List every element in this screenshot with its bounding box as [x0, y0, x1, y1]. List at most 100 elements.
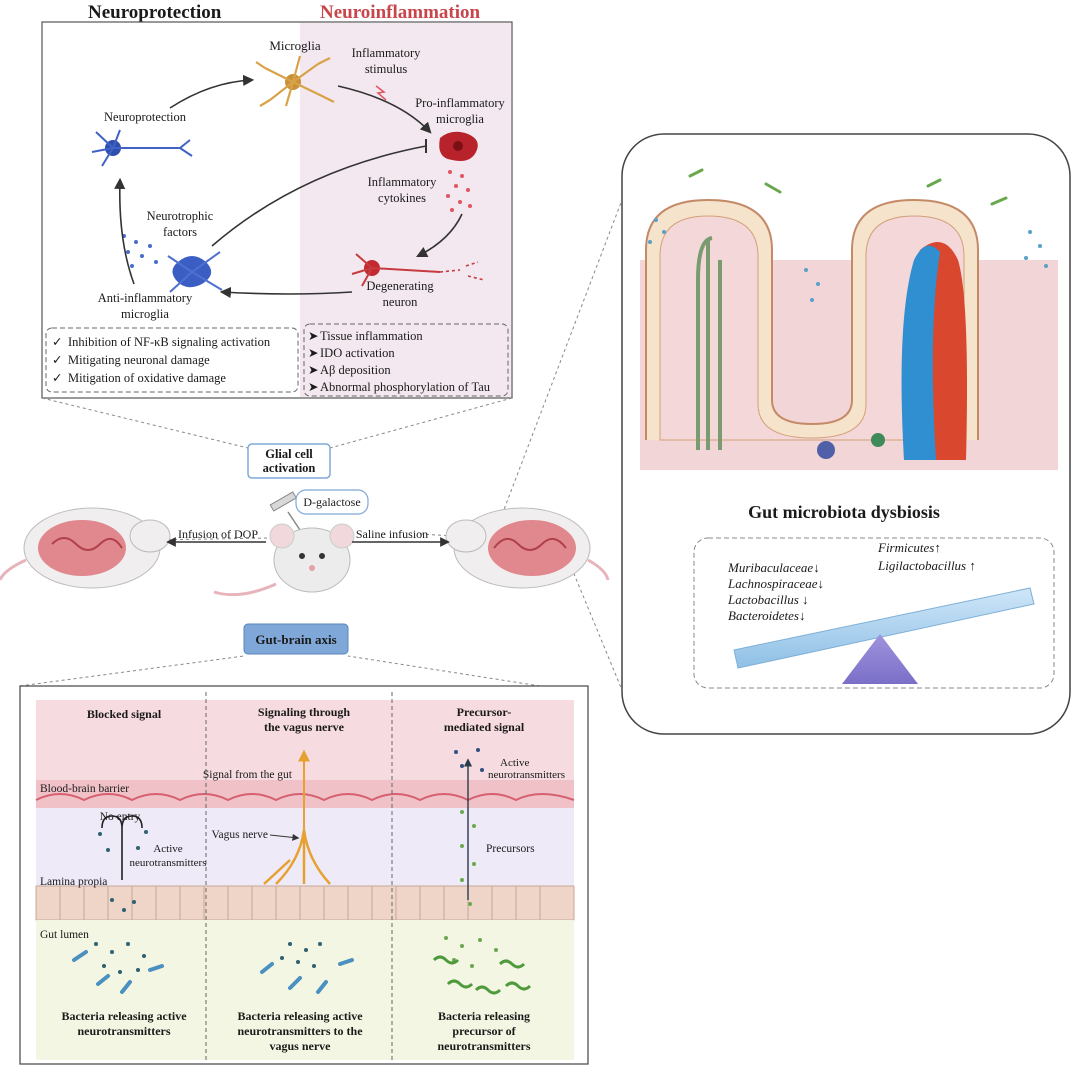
- col2-bottom-2: neurotransmitters to the: [237, 1024, 363, 1038]
- bacteria-col2: [260, 958, 354, 994]
- taxa-box: [693, 537, 1055, 689]
- precursors-label: Precursors: [486, 843, 535, 855]
- precursor-dots: [444, 810, 498, 968]
- arrow-cytokines-to-neuron: [415, 213, 463, 258]
- check-icon: ✓: [52, 371, 62, 385]
- d-galactose-label: D-galactose: [303, 495, 360, 509]
- bbb-cells: [35, 793, 575, 802]
- left-effects-box: [45, 327, 299, 393]
- vagus-label: Vagus nerve: [211, 829, 268, 841]
- col2-bottom-1: Bacteria releasing active: [237, 1009, 363, 1023]
- degenerating-label-2: neuron: [383, 295, 418, 309]
- right-mouse-icon: [445, 507, 610, 589]
- neurotransmitter-dots: [94, 830, 148, 974]
- taxa-left-4: Bacteroidetes↓: [728, 608, 806, 623]
- axis-panel: Blocked signal Signaling through the vag…: [19, 685, 589, 1065]
- stimulus-label-1: Inflammatory: [352, 46, 421, 60]
- pro-label-1: Pro-inflammatory: [415, 96, 505, 110]
- bacteria-icons: [688, 168, 1008, 206]
- inhibition-line: [211, 145, 427, 247]
- no-entry-label: No entry: [100, 811, 141, 823]
- lamina-label: Lamina propia: [40, 876, 107, 888]
- left-item-1: Inhibition of NF-κB signaling activation: [68, 335, 271, 349]
- lightning-icon: [375, 85, 387, 101]
- neurotrophic-dots: [122, 234, 158, 268]
- neurotrophic-label-1: Neurotrophic: [147, 209, 214, 223]
- check-icon: ✓: [52, 335, 62, 349]
- bbb-label: Blood-brain barrier: [40, 783, 129, 795]
- gut-brain-axis-box: [243, 623, 349, 655]
- degenerating-label-1: Degenerating: [366, 279, 434, 293]
- arrow-anti-to-protection: [114, 177, 135, 285]
- lacteal-icon: [696, 236, 722, 450]
- seesaw-fulcrum: [842, 634, 918, 684]
- neuro-panel: Neuroprotection Neuroinflammation: [41, 2, 513, 399]
- glial-label-1: Glial cell: [265, 447, 313, 461]
- neuroinflammation-title: Neuroinflammation: [320, 2, 481, 23]
- cytokines-label-2: cytokines: [378, 191, 426, 205]
- active-nt-label-1: Active: [153, 843, 182, 855]
- microglia-icon: [255, 55, 335, 107]
- left-item-2: Mitigating neuronal damage: [68, 353, 210, 367]
- right-item-4: Abnormal phosphorylation of Tau: [320, 380, 491, 394]
- left-item-3: Mitigation of oxidative damage: [68, 371, 226, 385]
- left-mouse-icon: [0, 507, 171, 589]
- anti-label-2: microglia: [121, 307, 169, 321]
- taxa-left-3: Lactobacillus ↓: [727, 592, 809, 607]
- syringe-icon: [269, 491, 301, 531]
- arrowhead-bullet-icon: ➤: [308, 363, 319, 377]
- arrow-neuron-to-anti: [219, 286, 353, 299]
- taxa-right-2: Ligilactobacillus ↑: [877, 558, 976, 573]
- gut-brain-label: Gut-brain axis: [255, 632, 336, 647]
- infusion-dop-label: Infusion of DOP: [178, 527, 258, 541]
- right-item-1: Tissue inflammation: [320, 329, 423, 343]
- active-nt-dots: [454, 748, 484, 772]
- anti-inflammatory-microglia-icon: [167, 251, 223, 293]
- saline-label: Saline infusion: [356, 527, 428, 541]
- stimulus-label-2: stimulus: [365, 62, 408, 76]
- pro-inflammatory-microglia-icon: [439, 131, 478, 161]
- blocked-arrow: [101, 815, 143, 880]
- col2-bottom-3: vagus nerve: [270, 1039, 332, 1053]
- center-section: Glial cell activation D-galactose: [0, 443, 610, 655]
- active-nt-label-2: neurotransmitters: [130, 857, 207, 869]
- col1-title: Blocked signal: [87, 707, 162, 721]
- cytokine-dots: [446, 170, 472, 212]
- neuroprotection-node-label: Neuroprotection: [104, 110, 187, 124]
- arrowhead-bullet-icon: ➤: [308, 329, 319, 343]
- right-effects-box: [303, 323, 509, 397]
- right-item-2: IDO activation: [320, 346, 395, 360]
- arrowhead-bullet-icon: ➤: [308, 346, 319, 360]
- dysbiosis-title: Gut microbiota dysbiosis: [748, 502, 940, 522]
- seesaw-bar: [733, 587, 1035, 669]
- epithelium-band: [35, 885, 575, 921]
- microbe-dots: [648, 218, 1048, 302]
- vein-icon: [901, 245, 940, 460]
- d-galactose-bubble: [295, 489, 369, 515]
- col1-bottom-1: Bacteria releasing active: [61, 1009, 187, 1023]
- signal-gut-label: Signal from the gut: [203, 769, 293, 781]
- arrowhead-bullet-icon: ➤: [308, 380, 319, 394]
- anti-label-1: Anti-inflammatory: [98, 291, 193, 305]
- neuroprotection-neuron-icon: [91, 129, 193, 167]
- inflammation-shade: [300, 23, 511, 397]
- immune-cell-icon: [817, 433, 885, 459]
- arrow-protection-to-microglia: [169, 74, 255, 109]
- vagus-pointer: [269, 833, 300, 841]
- taxa-right-1: Firmicutes↑: [877, 540, 941, 555]
- col3-bottom-2: precursor of: [452, 1024, 516, 1038]
- lumen-label: Gut lumen: [40, 929, 89, 941]
- check-icon: ✓: [52, 353, 62, 367]
- col3-title-1: Precursor-: [457, 705, 512, 719]
- col3-title-2: mediated signal: [444, 720, 525, 734]
- bacteria-col1: [72, 950, 164, 994]
- col1-bottom-2: neurotransmitters: [77, 1024, 170, 1038]
- glial-activation-box: [247, 443, 331, 479]
- col2-title-2: the vagus nerve: [264, 720, 345, 734]
- taxa-left-2: Lachnospiraceae↓: [727, 576, 824, 591]
- col2-title-1: Signaling through: [258, 705, 350, 719]
- pro-label-2: microglia: [436, 112, 484, 126]
- degenerating-neuron-icon: [351, 253, 485, 287]
